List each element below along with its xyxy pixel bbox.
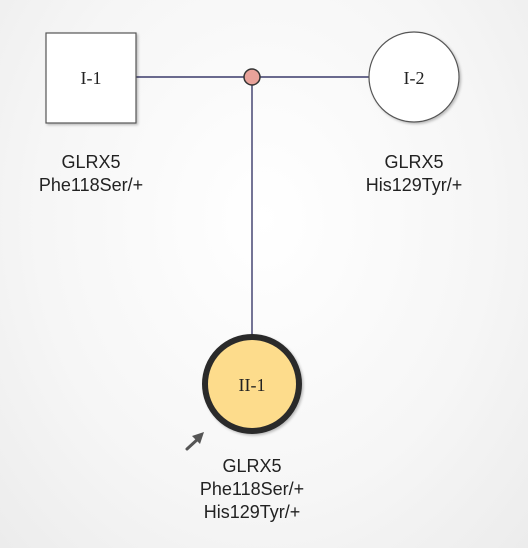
male-symbol[interactable] <box>45 32 137 124</box>
genotype-i-1: GLRX5 Phe118Ser/+ <box>29 151 153 197</box>
gene-name: GLRX5 <box>61 152 121 172</box>
individual-i-1[interactable]: I-1 <box>45 32 137 124</box>
female-symbol[interactable] <box>368 31 460 123</box>
individual-i-2[interactable]: I-2 <box>368 31 460 123</box>
genotype-ii-1: GLRX5 Phe118Ser/+ His129Tyr/+ <box>188 455 316 524</box>
individual-id-label: II-1 <box>239 375 266 395</box>
variant-text: Phe118Ser/+ <box>38 175 144 195</box>
individual-ii-1[interactable]: II-1 <box>202 334 302 434</box>
proband-arrow-icon <box>185 432 204 451</box>
affected-female-symbol[interactable] <box>202 334 302 434</box>
gene-name: GLRX5 <box>384 152 444 172</box>
individual-id-label: I-2 <box>404 68 425 88</box>
variant-text: His129Tyr/+ <box>203 502 301 522</box>
variant-text: His129Tyr/+ <box>365 175 463 195</box>
mating-node[interactable] <box>243 68 261 86</box>
genotype-i-2: GLRX5 His129Tyr/+ <box>352 151 476 197</box>
gene-name: GLRX5 <box>222 456 282 476</box>
variant-text: Phe118Ser/+ <box>199 479 305 499</box>
individual-id-label: I-1 <box>81 68 102 88</box>
